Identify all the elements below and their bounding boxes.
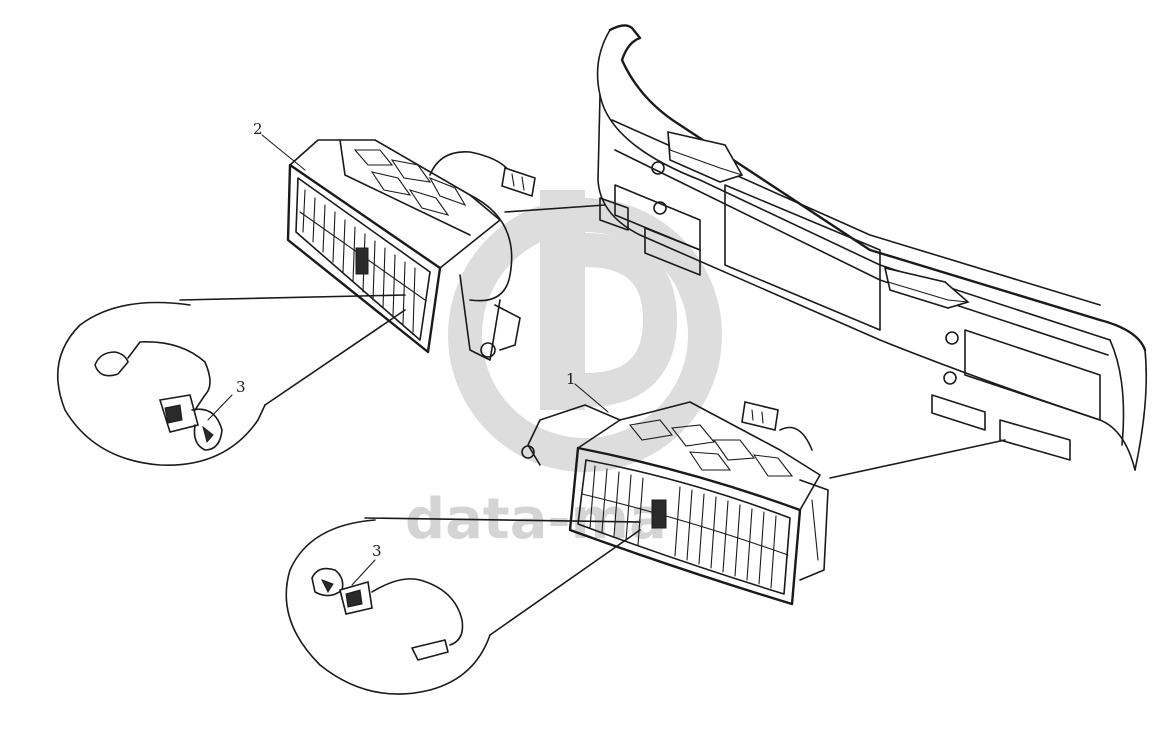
fog-lamp-left-connector: [501, 166, 536, 198]
bumper-hole: [653, 201, 667, 215]
bumper-lamp-opening-left: [599, 197, 629, 231]
fog-lamp-right-lens-inner: [577, 459, 791, 595]
callout-1-label: 1: [566, 370, 576, 388]
fog-lamp-left-wire: [429, 151, 511, 176]
fog-lamp-left-rear: [469, 194, 513, 302]
connector-line-right-to-bumper: [829, 439, 1006, 479]
callout-2-label: 2: [253, 120, 263, 138]
fog-lamp-left-bracket-arm: [494, 304, 521, 351]
fog-lamp-right-side: [799, 479, 829, 581]
fog-lamp-right-connector-pins: [751, 409, 764, 424]
fog-lamp-right-housing: [577, 401, 821, 511]
fog-lamp-right-lens-center: [651, 499, 667, 529]
bulb-detail-lower-leader-bottom: [489, 529, 641, 636]
bumper-upper-face: [596, 29, 1111, 341]
fog-lamp-left-housing-cells: [353, 149, 467, 216]
bulb-detail-lower: [285, 517, 641, 695]
watermark-curve: [584, 233, 678, 407]
connector-line-left-to-bumper: [504, 204, 606, 213]
bumper-hole: [943, 371, 957, 385]
bulb-upper-wire: [127, 341, 211, 411]
bumper-end-cap: [1134, 349, 1148, 471]
bulb-detail-upper-outline: [57, 301, 266, 466]
fog-lamp-right-housing-cells: [628, 419, 794, 477]
bulb-lower-terminal: [411, 639, 449, 661]
fog-lamp-left-bracket: [459, 274, 501, 361]
bulb-detail-upper: [57, 294, 406, 466]
bumper-pad-left-edge: [667, 131, 743, 176]
callout-3-lower-leader: [351, 559, 376, 586]
bumper-panel-center: [724, 184, 881, 331]
fog-lamp-right-connector: [741, 401, 779, 431]
fog-lamp-right-bracket-bolt: [521, 445, 535, 459]
bumper-pad-right-edge: [884, 267, 969, 303]
bumper-panel-right: [964, 329, 1101, 421]
fog-lamp-left-lens-frame: [286, 163, 442, 354]
bumper-pad-left: [667, 130, 744, 183]
bulb-lower-socket-body: [345, 589, 363, 608]
fog-lamp-left-bracket-bolt: [480, 342, 496, 358]
bumper-lamp-opening-left-2: [644, 227, 701, 276]
fog-lamp-right-bracket: [527, 404, 621, 466]
bumper-lamp-opening-right: [931, 394, 986, 431]
bulb-detail-lower-leader-top: [364, 517, 641, 523]
bumper-top-edge: [608, 24, 1147, 352]
bumper-hole: [651, 161, 665, 175]
callout-3-lower-label: 3: [372, 542, 382, 560]
fog-lamp-right: [521, 401, 829, 606]
watermark-logo: [448, 190, 722, 472]
bulb-lower-filament: [320, 579, 334, 594]
callout-2-leader: [261, 134, 306, 171]
bulb-upper-glass: [191, 408, 223, 451]
bulb-lower-wire: [371, 578, 464, 646]
fog-lamp-left-lens-center: [355, 247, 369, 275]
bulb-lower-glass: [311, 567, 344, 597]
callout-3-upper-leader: [207, 394, 233, 421]
callout-3-upper-label: 3: [236, 378, 246, 396]
bumper-front-face: [597, 94, 1136, 471]
fog-lamp-right-lens-frame: [568, 446, 802, 606]
fog-lamp-left-lens-inner: [295, 177, 431, 341]
callout-1-leader: [574, 383, 609, 413]
fog-lamp-right-wire: [779, 426, 813, 451]
fog-lamp-right-side-rib: [811, 499, 819, 561]
fog-lamp-left-connector-pins: [511, 173, 525, 191]
bumper: [596, 24, 1148, 471]
bulb-detail-lower-outline: [285, 519, 491, 695]
bumper-end-crease: [1109, 339, 1125, 446]
fog-lamp-left-lens-ribs: [299, 189, 426, 333]
watermark-bar: [540, 190, 585, 410]
bumper-hole: [945, 331, 959, 345]
fog-lamp-left-housing-crease: [339, 139, 471, 236]
bumper-pad-right: [883, 266, 970, 309]
bulb-upper-socket-body: [164, 404, 183, 424]
bulb-upper-filament: [202, 425, 214, 444]
fog-lamp-left-housing: [289, 139, 501, 269]
fog-lamp-left: [286, 139, 536, 361]
bulb-detail-upper-leader-top: [179, 294, 406, 301]
bulb-detail-upper-leader-bottom: [264, 309, 406, 406]
bulb-upper-terminal: [94, 351, 129, 377]
fog-lamp-right-lens-ribs: [581, 465, 789, 589]
bumper-lamp-opening-right-2: [999, 419, 1071, 461]
